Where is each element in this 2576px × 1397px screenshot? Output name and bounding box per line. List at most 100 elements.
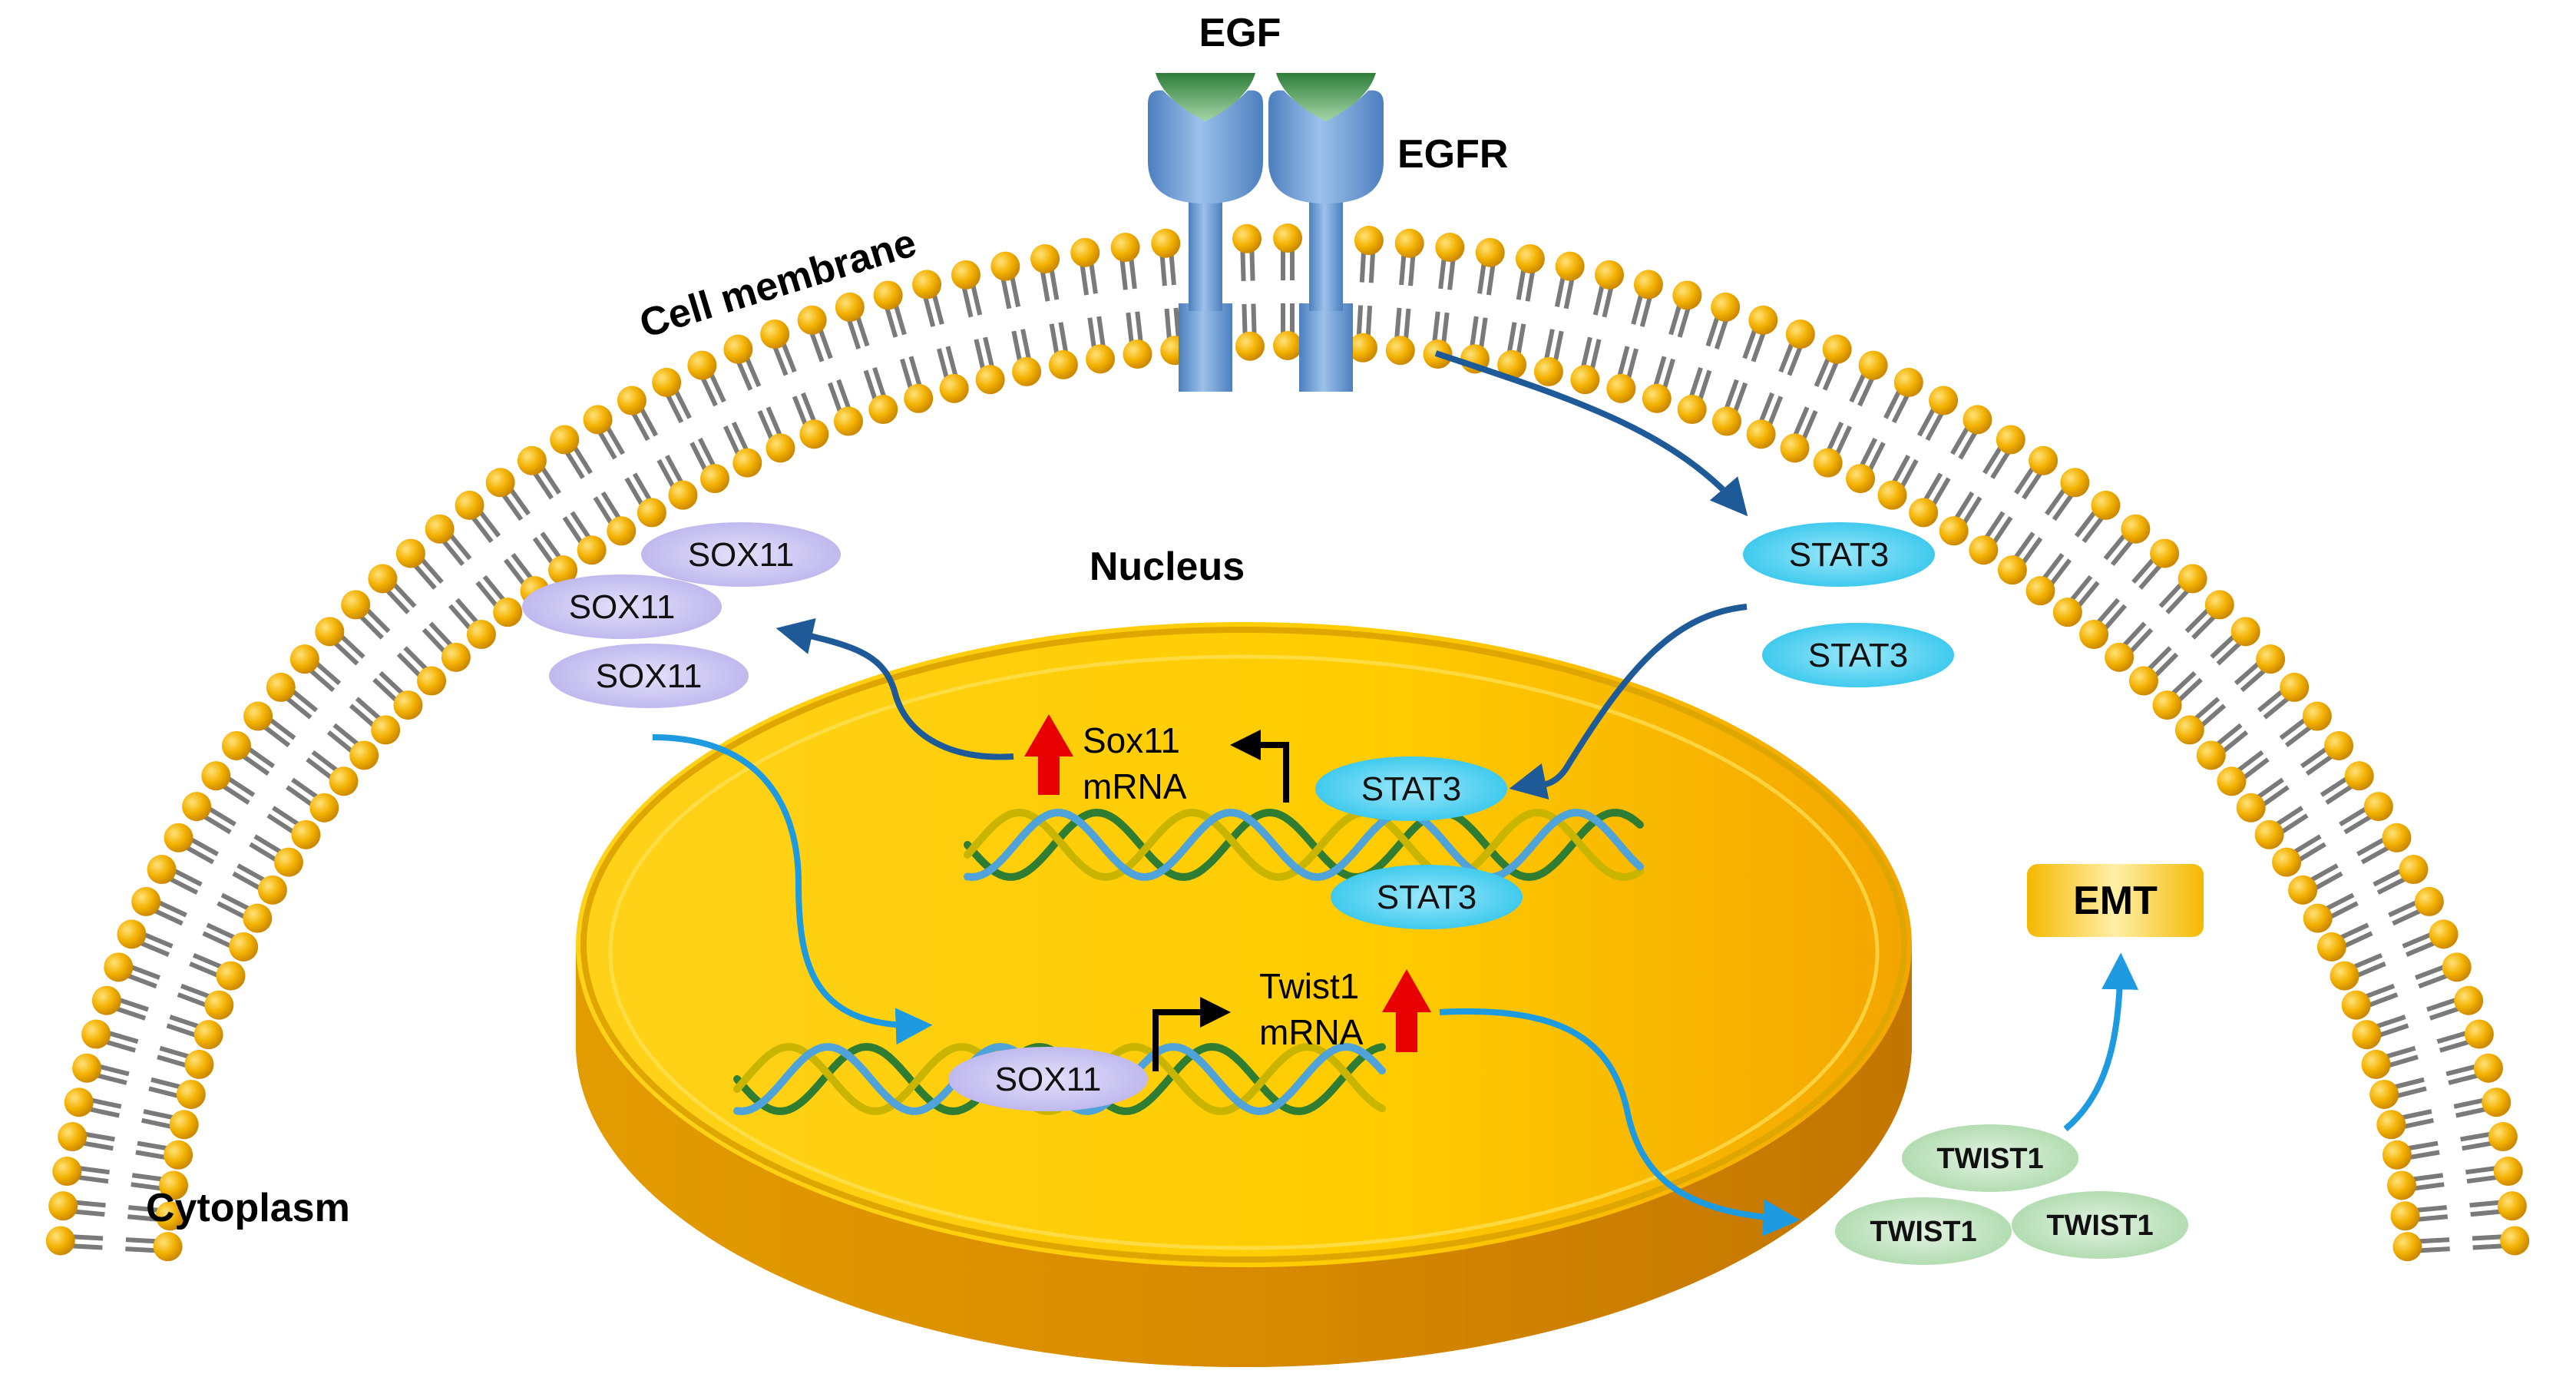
lipid-head bbox=[1533, 356, 1563, 386]
lipid-head bbox=[904, 383, 934, 413]
twist1-protein bbox=[1902, 1124, 2078, 1192]
lipid-head bbox=[2105, 642, 2135, 672]
twist1-protein-label: TWIST1 bbox=[2046, 1210, 2153, 1242]
lipid-head bbox=[723, 334, 753, 364]
lipid-head bbox=[2256, 644, 2286, 674]
lipid-head bbox=[169, 1110, 199, 1140]
twist1-mrna-label-line1: Twist1 bbox=[1259, 966, 1359, 1006]
lipid-head bbox=[164, 1140, 193, 1170]
egfr-receptor-left bbox=[1148, 90, 1263, 392]
lipid-head bbox=[1858, 350, 1888, 380]
lipid-head bbox=[939, 373, 969, 403]
lipid-head bbox=[289, 644, 319, 674]
lipid-head bbox=[2152, 690, 2182, 720]
lipid-head bbox=[1354, 226, 1384, 256]
lipid-head bbox=[951, 260, 980, 290]
nucleus-label: Nucleus bbox=[1090, 545, 1245, 589]
lipid-head bbox=[1086, 344, 1116, 374]
lipid-head bbox=[1606, 373, 1636, 403]
lipid-head bbox=[2288, 875, 2318, 905]
lipid-head bbox=[1070, 237, 1100, 267]
twist1-protein-label: TWIST1 bbox=[1936, 1143, 2043, 1175]
lipid-head bbox=[393, 690, 423, 720]
lipid-head bbox=[2454, 985, 2484, 1015]
lipid-head bbox=[2369, 1079, 2399, 1109]
lipid-head bbox=[417, 666, 447, 696]
lipid-head bbox=[81, 1019, 111, 1049]
lipid-head bbox=[2363, 792, 2393, 822]
lipid-head bbox=[72, 1053, 102, 1083]
lipid-head bbox=[1497, 349, 1527, 379]
lipid-head bbox=[699, 464, 729, 494]
lipid-head bbox=[2029, 445, 2058, 475]
lipid-head bbox=[164, 823, 193, 852]
lipid-head bbox=[548, 555, 578, 585]
twist1-protein-label: TWIST1 bbox=[1870, 1216, 1976, 1248]
lipid-head bbox=[2272, 847, 2302, 877]
stat3-protein-label: STAT3 bbox=[1377, 879, 1476, 916]
lipid-head bbox=[2316, 932, 2346, 962]
lipid-head bbox=[797, 305, 827, 335]
lipid-head bbox=[2302, 701, 2332, 731]
sox11-cluster: SOX11 SOX11 SOX11 bbox=[522, 522, 841, 708]
lipid-head bbox=[193, 1020, 223, 1050]
lipid-head bbox=[52, 1157, 82, 1187]
lipid-head bbox=[104, 952, 134, 982]
stat3-protein-label: STAT3 bbox=[1789, 536, 1889, 574]
lipid-head bbox=[2399, 855, 2429, 885]
lipid-head bbox=[2497, 1191, 2527, 1221]
lipid-head bbox=[257, 875, 287, 905]
cell-membrane-bilayer bbox=[45, 223, 2530, 1262]
sox11-protein bbox=[948, 1047, 1148, 1111]
lipid-head bbox=[1012, 356, 1042, 386]
lipid-head bbox=[652, 367, 682, 397]
sox11-dna-bound: SOX11 bbox=[948, 1047, 1148, 1111]
lipid-head bbox=[2493, 1157, 2523, 1187]
lipid-head bbox=[2079, 620, 2109, 650]
lipid-head bbox=[1642, 383, 1672, 413]
lipid-head bbox=[687, 350, 717, 380]
twist1-protein bbox=[2012, 1191, 2188, 1259]
lipid-head bbox=[2344, 761, 2374, 791]
lipid-head bbox=[2382, 1140, 2412, 1170]
lipid-head bbox=[2392, 1232, 2422, 1262]
emt-label: EMT bbox=[2073, 879, 2158, 923]
lipid-head bbox=[1877, 480, 1907, 510]
lipid-head bbox=[1909, 498, 1939, 528]
lipid-head bbox=[2341, 990, 2371, 1020]
lipid-head bbox=[873, 280, 903, 310]
sox11-mrna-label-line1: Sox11 bbox=[1083, 720, 1180, 760]
sox11-protein-label: SOX11 bbox=[995, 1061, 1102, 1098]
lipid-head bbox=[395, 538, 425, 568]
lipid-head bbox=[315, 617, 345, 647]
lipid-head bbox=[2386, 1170, 2416, 1200]
transcription-arrow-twist1 bbox=[1152, 997, 1231, 1071]
egfr-label: EGFR bbox=[1397, 132, 1508, 177]
lipid-head bbox=[273, 847, 303, 877]
nucleus-disc bbox=[576, 622, 1912, 1367]
lipid-head bbox=[48, 1191, 78, 1221]
lipid-head bbox=[912, 270, 942, 300]
lipid-head bbox=[441, 642, 471, 672]
lipid-head bbox=[1929, 386, 1959, 415]
lipid-head bbox=[2303, 903, 2333, 933]
stat3-protein bbox=[1743, 522, 1935, 587]
arrow-twist1-to-emt bbox=[2063, 952, 2139, 1132]
lipid-head bbox=[1048, 349, 1078, 379]
stat3-protein bbox=[1762, 623, 1954, 687]
lipid-head bbox=[637, 498, 666, 528]
lipid-head bbox=[2429, 919, 2459, 949]
lipid-head bbox=[243, 903, 273, 933]
lipid-head bbox=[2174, 715, 2204, 745]
lipid-head bbox=[243, 701, 273, 731]
lipid-head bbox=[1780, 433, 1810, 463]
lipid-head bbox=[1893, 367, 1923, 397]
lipid-head bbox=[668, 480, 698, 510]
lipid-head bbox=[799, 419, 829, 449]
arrow-sox11-mrna-to-protein bbox=[775, 617, 1014, 760]
lipid-head bbox=[1969, 535, 1999, 565]
lipid-head bbox=[2390, 1201, 2420, 1231]
stat3-protein-label: STAT3 bbox=[1808, 637, 1908, 674]
lipid-head bbox=[155, 1201, 185, 1231]
lipid-head bbox=[732, 448, 762, 478]
